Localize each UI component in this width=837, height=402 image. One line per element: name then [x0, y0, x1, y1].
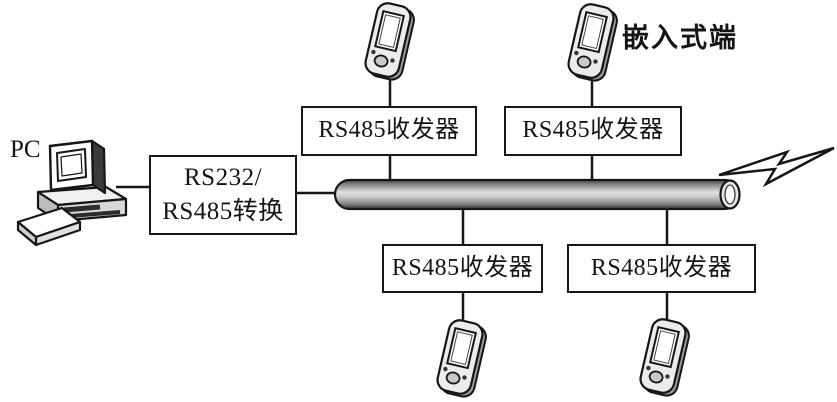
transceiver-box-bottom-right: RS485收发器: [567, 244, 756, 293]
pda-handheld-icon-top-right: [564, 0, 621, 84]
bus-cable: [333, 178, 741, 211]
transceiver-box-label: RS485收发器: [391, 254, 534, 281]
transceiver-box-bottom-left: RS485收发器: [382, 244, 543, 293]
pc-label: PC: [10, 136, 41, 163]
lightning-bolt-icon: [718, 146, 835, 188]
pda-handheld-icon-bottom-left: [433, 316, 490, 400]
converter-box-label-line2: RS485转换: [162, 198, 284, 225]
transceiver-box-label: RS485收发器: [318, 117, 460, 144]
transceiver-box-top-left: RS485收发器: [301, 106, 477, 156]
converter-box-label-line1: RS232/: [183, 164, 263, 191]
transceiver-box-top-right: RS485收发器: [504, 106, 682, 156]
pda-handheld-icon-top-left: [361, 0, 418, 83]
converter-box-label: RS232/ RS485转换: [162, 161, 284, 229]
converter-box: RS232/ RS485转换: [149, 155, 297, 235]
pda-handheld-icon-bottom-right: [636, 315, 693, 399]
embedded-terminal-label: 嵌入式端: [622, 23, 738, 53]
transceiver-box-label: RS485收发器: [590, 254, 733, 281]
transceiver-box-label: RS485收发器: [522, 117, 664, 144]
desktop-computer-icon: [16, 139, 128, 247]
